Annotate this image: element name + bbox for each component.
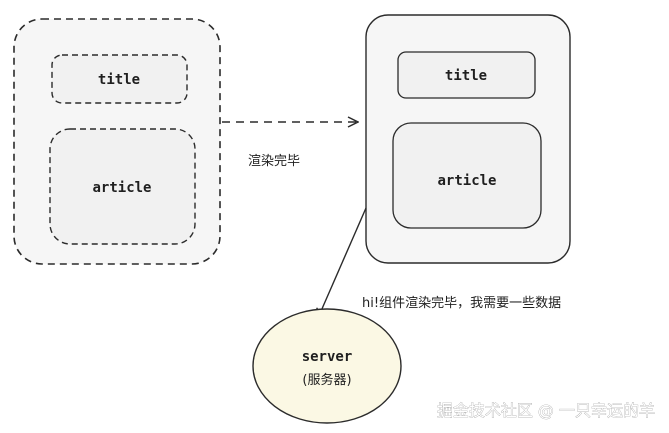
left-component: title article [13, 18, 221, 265]
data-request-arrow: hi!组件渲染完毕，我需要一些数据 [318, 207, 561, 318]
left-article-label: article [92, 180, 151, 196]
left-article-box [49, 128, 196, 245]
right-component: title article [365, 14, 571, 264]
server-sublabel: (服务器) [302, 372, 351, 388]
server-node: server (服务器) [252, 308, 402, 424]
data-request-arrow-line [318, 207, 367, 318]
data-request-label: hi!组件渲染完毕，我需要一些数据 [362, 296, 561, 311]
right-title-label: title [445, 68, 487, 84]
right-article-label: article [437, 173, 496, 189]
left-title-label: title [98, 72, 140, 88]
render-arrow-label: 渲染完毕 [248, 154, 300, 169]
right-title-box [397, 51, 536, 99]
render-complete-arrow: 渲染完毕 [222, 122, 357, 169]
right-article-box [392, 122, 542, 229]
server-label: server [302, 349, 353, 365]
server-ellipse [252, 308, 402, 424]
left-title-box [51, 54, 188, 104]
watermark: 掘金技术社区 @ 一只幸运的羊 [437, 401, 655, 420]
